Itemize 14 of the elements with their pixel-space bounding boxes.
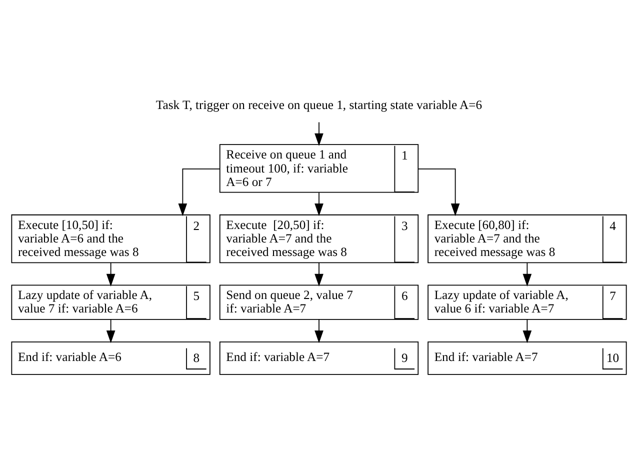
arrow [106, 262, 116, 287]
arrow [314, 262, 324, 287]
arrow [522, 262, 532, 287]
node-box: End if: variable A=6 8 [11, 342, 210, 375]
arrow [418, 168, 460, 216]
arrow [106, 319, 116, 344]
node-box: End if: variable A=7 10 [428, 342, 627, 375]
arrow [178, 168, 220, 216]
arrow [314, 192, 324, 216]
node-box: End if: variable A=7 9 [219, 342, 419, 375]
node-text: Task T, trigger on receive on queue 1, starting state variable A=6 [156, 98, 482, 112]
arrow [522, 319, 532, 344]
arrow [314, 122, 324, 146]
arrow [314, 319, 324, 344]
